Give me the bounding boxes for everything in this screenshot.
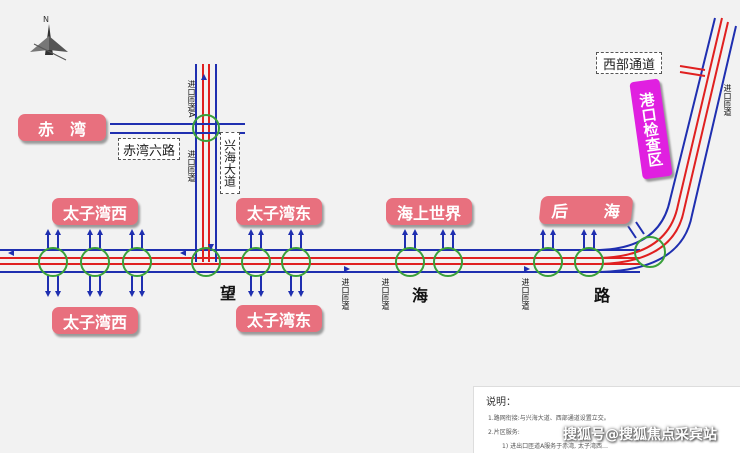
label-west-channel: 西部通道 xyxy=(596,52,662,74)
interchange-nodes xyxy=(38,114,666,277)
ramp-label-a: 进口匝道A xyxy=(187,80,196,118)
notes-line-2: 2.片区服务: xyxy=(488,429,520,436)
label-chiwan: 赤 湾 xyxy=(18,114,106,141)
road-name-hai: 海 xyxy=(412,286,429,305)
label-houhai-1: 后 xyxy=(550,202,569,221)
notes-panel: 说明： 1.路网衔接:与兴海大道、西部通道设置立交。 2.片区服务: 1) 进出… xyxy=(473,386,740,453)
ramp-label-5: 进口匝道 xyxy=(521,278,530,310)
label-xinghai-avenue: 兴海大道 xyxy=(220,132,240,194)
ramp-label-3: 进口匝道 xyxy=(341,278,350,310)
ramp-label-4: 进口匝道 xyxy=(381,278,390,310)
label-sea-world: 海上世界 xyxy=(386,198,472,225)
notes-title: 说明： xyxy=(486,397,516,408)
ramp-label-6: 进口匝道 xyxy=(723,84,732,116)
road-name-wang: 望 xyxy=(220,284,237,303)
arrowheads xyxy=(8,74,597,297)
notes-line-3: 1) 进出口匝道A服务于赤湾, 太子湾西… xyxy=(502,443,608,450)
notes-line-1: 1.路网衔接:与兴海大道、西部通道设置立交。 xyxy=(488,415,610,422)
west-channel-curve xyxy=(599,17,737,273)
ramp-arrows xyxy=(47,221,645,294)
label-taiziwan-east-north: 太子湾东 xyxy=(236,198,322,225)
label-houhai-2: 海 xyxy=(602,202,621,221)
xinghai-avenue xyxy=(195,64,217,262)
wanghai-road xyxy=(0,249,640,273)
label-taiziwan-west-north: 太子湾西 xyxy=(52,198,138,225)
label-taiziwan-west-south: 太子湾西 xyxy=(52,307,138,334)
watermark: 搜狐号@搜狐焦点采宾站 xyxy=(563,427,717,443)
label-houhai: 后 海 xyxy=(538,196,634,224)
label-chiwan-6th-road: 赤湾六路 xyxy=(118,138,180,160)
road-name-lu: 路 xyxy=(594,286,611,305)
label-taiziwan-east-south: 太子湾东 xyxy=(236,305,322,332)
compass-icon xyxy=(30,24,68,61)
north-label: N xyxy=(43,15,49,24)
ramp-label-2: 进口匝道 xyxy=(187,150,196,182)
